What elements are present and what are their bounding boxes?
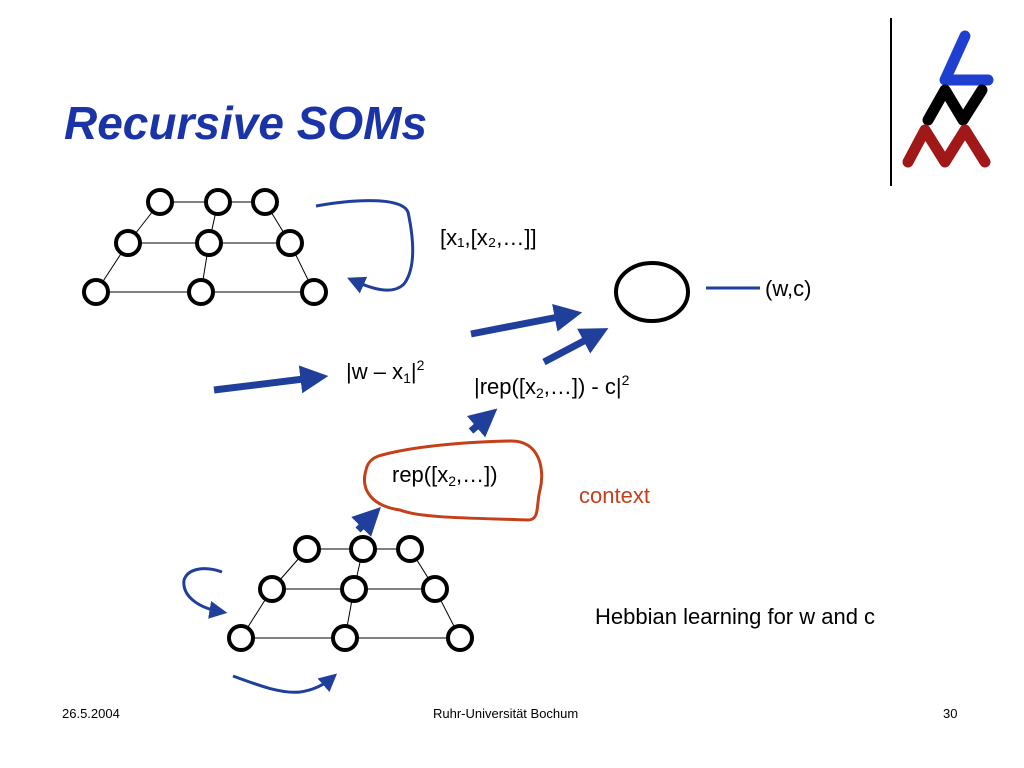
hebbian-learning-text: Hebbian learning for w and c xyxy=(595,604,876,629)
input-arrow xyxy=(213,365,329,394)
weight-distance-label: |w – x1|2 xyxy=(346,357,425,386)
som-node xyxy=(446,624,474,652)
weight-arrow xyxy=(470,303,583,338)
context-arrow xyxy=(542,328,609,366)
grid-to-rep-arrow xyxy=(351,507,381,537)
som-node xyxy=(396,535,424,563)
footer-date: 26.5.2004 xyxy=(62,706,120,721)
som-node xyxy=(340,575,368,603)
recurrent-loop-arrow xyxy=(315,199,415,294)
weight-context-label: (w,c) xyxy=(765,276,812,301)
som-node xyxy=(349,535,377,563)
input-sequence-label: [x₁,[x₂,…]] xyxy=(440,225,537,250)
som-node xyxy=(114,229,142,257)
context-outline xyxy=(363,439,544,522)
page-number: 30 xyxy=(943,706,958,721)
som-node xyxy=(421,575,449,603)
slide-title: Recursive SOMs xyxy=(64,97,428,149)
som-grid-top xyxy=(82,188,328,306)
som-node xyxy=(227,624,255,652)
som-node xyxy=(251,188,279,216)
som-grid-bottom xyxy=(227,535,474,652)
som-node xyxy=(258,575,286,603)
neuron-circle xyxy=(614,261,690,323)
som-node xyxy=(300,278,328,306)
representation-label: rep([x2,…]) xyxy=(392,462,498,489)
rep-arrow xyxy=(466,408,498,438)
loop-arrow-left xyxy=(182,567,228,619)
som-node xyxy=(331,624,359,652)
som-node xyxy=(293,535,321,563)
som-node xyxy=(204,188,232,216)
context-label: context xyxy=(579,483,650,508)
logo-graphic xyxy=(902,30,994,168)
som-node xyxy=(146,188,174,216)
context-distance-label: |rep([x2,…]) - c|2 xyxy=(474,372,630,401)
som-node xyxy=(82,278,110,306)
footer-institution: Ruhr-Universität Bochum xyxy=(433,706,579,721)
som-node xyxy=(276,229,304,257)
som-node xyxy=(195,229,223,257)
loop-arrow-bottom xyxy=(232,673,338,694)
som-node xyxy=(187,278,215,306)
